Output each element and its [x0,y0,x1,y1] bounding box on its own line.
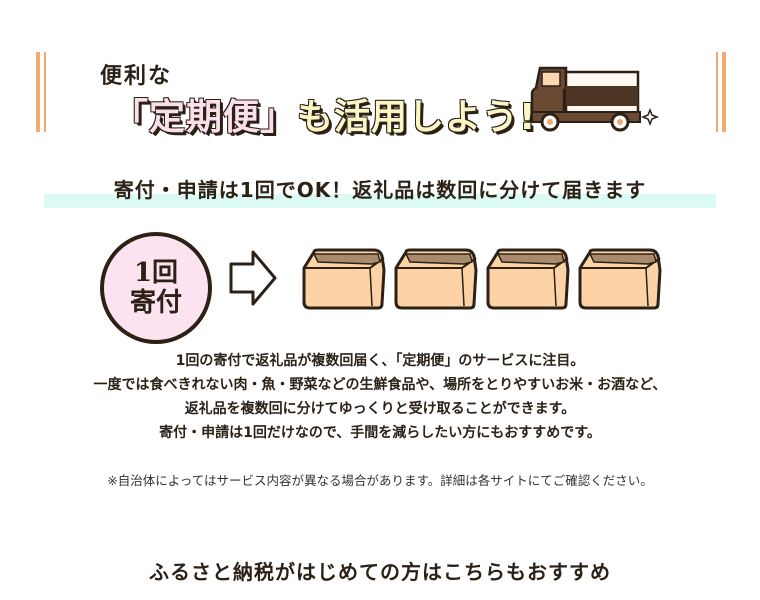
accent-bar-left-thin [44,52,46,132]
disclaimer-note: ※自治体によってはサービス内容が異なる場合があります。詳細は各サイトにてご確認く… [107,473,653,488]
delivery-box-icon [302,248,386,310]
subheading-highlight [44,194,716,208]
delivery-box-icon [578,248,662,310]
one-time-donation-badge: 1回 寄付 [100,232,212,344]
arrow-right-icon [229,250,277,306]
delivery-truck-icon [530,66,660,132]
hero-title-rest: も活用しよう! [297,97,537,138]
description-line: 1回の寄付で返礼品が複数回届く、「定期便」のサービスに注目。 [175,353,585,369]
subheading: 寄付・申請は1回でOK！返礼品は数回に分けて届きます [44,172,716,208]
accent-bar-right [722,52,726,132]
hero-title-highlight: 「定期便」 [112,97,298,138]
subheading-text: 寄付・申請は1回でOK！返礼品は数回に分けて届きます [113,178,647,202]
hero-title: 「定期便」も活用しよう! [112,88,536,140]
accent-bar-left [36,52,40,132]
recommendation-heading: ふるさと納税がはじめての方はこちらもおすすめ [149,560,611,584]
delivery-box-icon [394,248,478,310]
hero-pre-title: 便利な [100,64,173,89]
description: 1回の寄付で返礼品が複数回届く、「定期便」のサービスに注目。 一度では食べきれな… [0,349,760,445]
badge-line-1: 1回 [133,258,179,288]
description-line: 返礼品を複数回に分けてゆっくりと受け取ることができます。 [184,401,576,417]
delivery-boxes [302,248,662,310]
delivery-box-icon [486,248,570,310]
description-line: 寄付・申請は1回だけなので、手間を減らしたい方にもおすすめです。 [159,425,601,441]
description-line: 一度では食べきれない肉・魚・野菜などの生鮮食品や、場所をとりやすいお米・お酒など… [93,377,667,393]
accent-bar-right-thin [716,52,718,132]
badge-line-2: 寄付 [129,288,182,318]
